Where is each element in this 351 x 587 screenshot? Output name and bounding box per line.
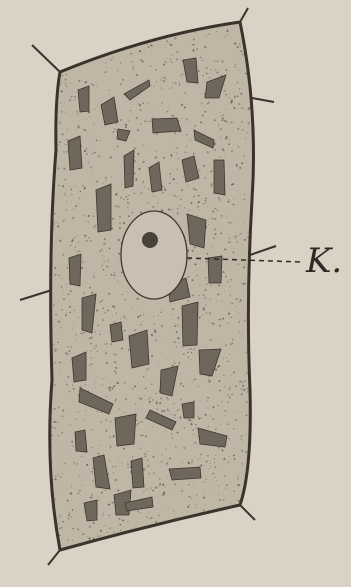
chloroplast [152, 118, 181, 133]
chloroplast [182, 402, 194, 418]
chloroplast [187, 214, 206, 248]
chloroplast [68, 136, 82, 170]
chloroplast [96, 184, 111, 232]
chloroplast [69, 254, 81, 286]
chloroplast [129, 330, 149, 368]
nucleus [121, 211, 187, 299]
chloroplast [182, 302, 198, 346]
nucleolus [142, 232, 158, 248]
chloroplast [124, 150, 134, 188]
chloroplast [115, 414, 136, 446]
chloroplast [75, 430, 87, 452]
chloroplast [169, 467, 201, 480]
chloroplast [131, 458, 144, 488]
chloroplast [78, 86, 89, 112]
chloroplast [110, 322, 123, 342]
chloroplast [208, 256, 222, 283]
chloroplast [214, 160, 225, 195]
nucleus-label: K. [306, 244, 342, 278]
